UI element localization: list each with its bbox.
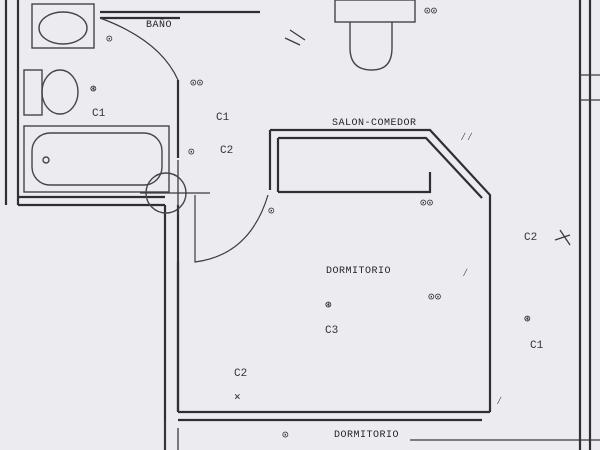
sink-icon: [31, 3, 95, 49]
switch-icon: ∕∕: [460, 132, 474, 144]
socket-icon: ⊙: [188, 147, 195, 159]
toilet-icon: [334, 0, 416, 71]
room-label-living: SALON-COMEDOR: [332, 118, 417, 129]
circuit-label: C1: [530, 340, 544, 352]
socket-icon: ⊙⊙: [420, 198, 434, 210]
socket-icon: ⊙: [268, 206, 275, 218]
door-swing-icon: [194, 194, 269, 263]
left-partition: [163, 205, 180, 450]
switch-icon: [284, 29, 306, 46]
top-partition: [100, 10, 260, 20]
circuit-label: C2: [524, 232, 538, 244]
door-swing-icon: [99, 17, 179, 81]
light-point-icon: ⊛: [90, 84, 97, 96]
left-outer-wall: [4, 0, 20, 205]
circuit-label: C1: [216, 112, 230, 124]
toilet-icon: [23, 69, 79, 116]
socket-icon: ⊙⊙: [424, 6, 438, 18]
right-door-frame: [580, 74, 600, 101]
junction-lines: [140, 160, 210, 215]
light-point-icon: ⊙: [106, 34, 113, 46]
bedroom-bottom-wall: [178, 410, 490, 422]
socket-icon: ⨯: [234, 392, 241, 404]
room-label-bedroom-lower: DORMITORIO: [334, 430, 400, 441]
socket-icon: ⊙⊙: [428, 292, 442, 304]
socket-icon: ⊙⊙: [190, 78, 204, 90]
bathtub-icon: [23, 125, 170, 193]
room-label-bath: BAÑO: [146, 20, 173, 31]
switch-icon: ∕: [496, 396, 503, 408]
socket-icon: ⊙: [282, 430, 289, 442]
light-point-icon: ⊛: [524, 314, 531, 326]
light-point-icon: ⊛: [325, 300, 332, 312]
circuit-label: C2: [220, 145, 234, 157]
switch-icon: [554, 229, 571, 246]
bedroom-top-wall: [270, 128, 492, 412]
room-label-bedroom: DORMITORIO: [326, 266, 392, 277]
switch-icon: ∕: [462, 268, 469, 280]
bath-bottom-wall: [18, 195, 165, 207]
circuit-label: C1: [92, 108, 106, 120]
lower-room-wall: [164, 420, 600, 450]
circuit-label: C2: [234, 368, 248, 380]
bedroom-closet: [268, 130, 432, 194]
circuit-label: C3: [325, 325, 339, 337]
right-wall: [578, 0, 592, 450]
